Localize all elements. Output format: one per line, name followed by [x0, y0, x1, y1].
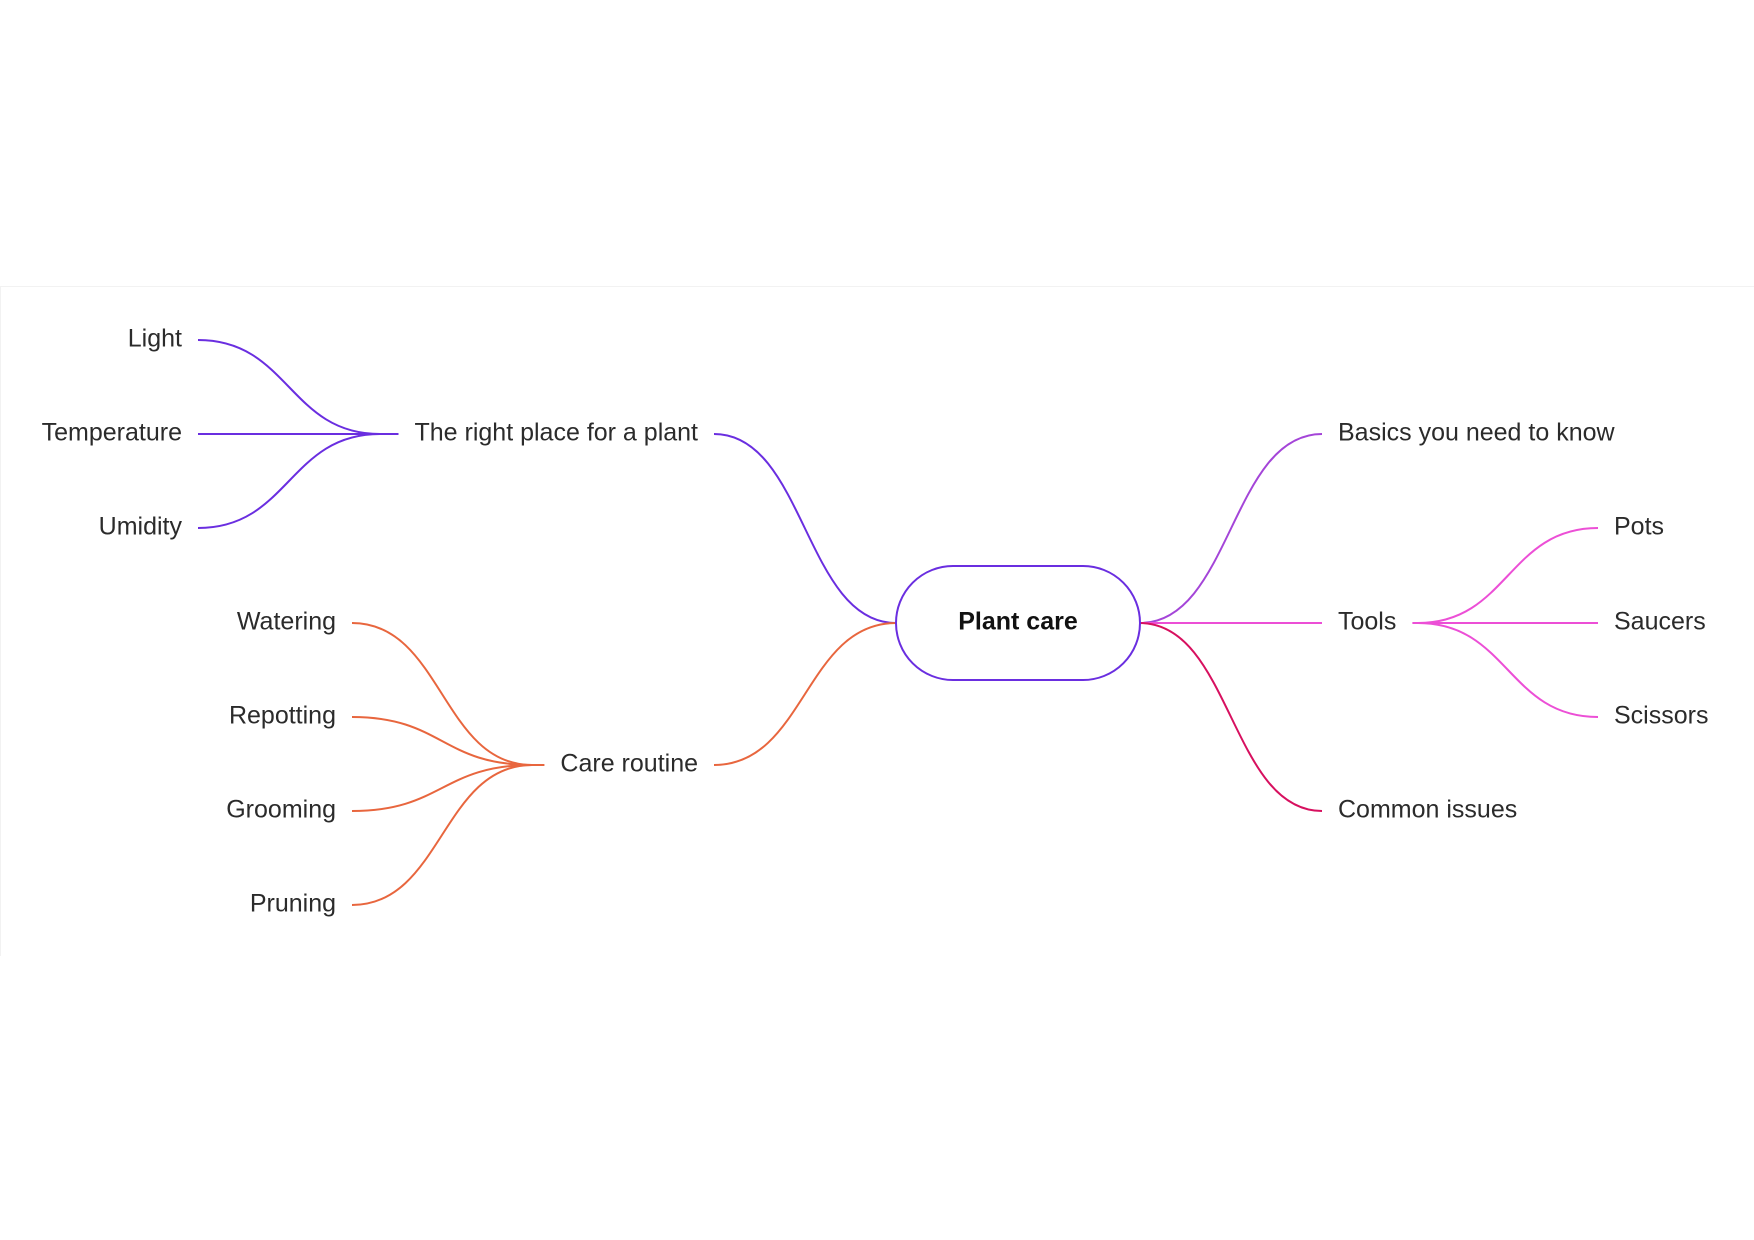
leaf-grooming[interactable]: Grooming	[226, 796, 336, 824]
branch-right-place[interactable]: The right place for a plant	[415, 419, 699, 447]
root-node-shape[interactable]	[895, 565, 1141, 681]
edge-care-routine-child-2	[351, 764, 533, 812]
edges-layer	[197, 339, 1599, 906]
canvas-frame	[0, 286, 1754, 956]
root-node-label[interactable]: Plant care	[958, 608, 1078, 636]
edge-tools-child-2	[1417, 622, 1599, 718]
edge-root-care-routine	[713, 622, 897, 766]
edge-root-basics	[1139, 433, 1323, 624]
edge-tools-child-0	[1417, 527, 1599, 624]
branch-common-issues[interactable]: Common issues	[1338, 796, 1517, 824]
edge-right-place-child-2	[197, 433, 381, 529]
leaf-watering[interactable]: Watering	[237, 608, 336, 636]
branch-basics[interactable]: Basics you need to know	[1338, 419, 1615, 447]
edge-care-routine-child-3	[351, 764, 533, 906]
leaf-saucers[interactable]: Saucers	[1614, 608, 1706, 636]
edge-care-routine-child-0	[351, 622, 533, 766]
leaf-umidity[interactable]: Umidity	[99, 513, 183, 541]
leaf-pruning[interactable]: Pruning	[250, 890, 336, 918]
leaf-temperature[interactable]: Temperature	[42, 419, 182, 447]
leaf-light[interactable]: Light	[128, 325, 182, 353]
branch-care-routine[interactable]: Care routine	[560, 750, 698, 778]
leaf-repotting[interactable]: Repotting	[229, 702, 336, 730]
edge-root-common-issues	[1139, 622, 1323, 812]
nodes-layer: Plant care The right place for a plant Li…	[42, 325, 1709, 918]
edge-care-routine-child-1	[351, 716, 533, 766]
edge-root-right-place	[713, 433, 897, 624]
branch-tools[interactable]: Tools	[1338, 608, 1396, 636]
edge-right-place-child-0	[197, 339, 381, 435]
leaf-scissors[interactable]: Scissors	[1614, 702, 1708, 730]
leaf-pots[interactable]: Pots	[1614, 513, 1664, 541]
